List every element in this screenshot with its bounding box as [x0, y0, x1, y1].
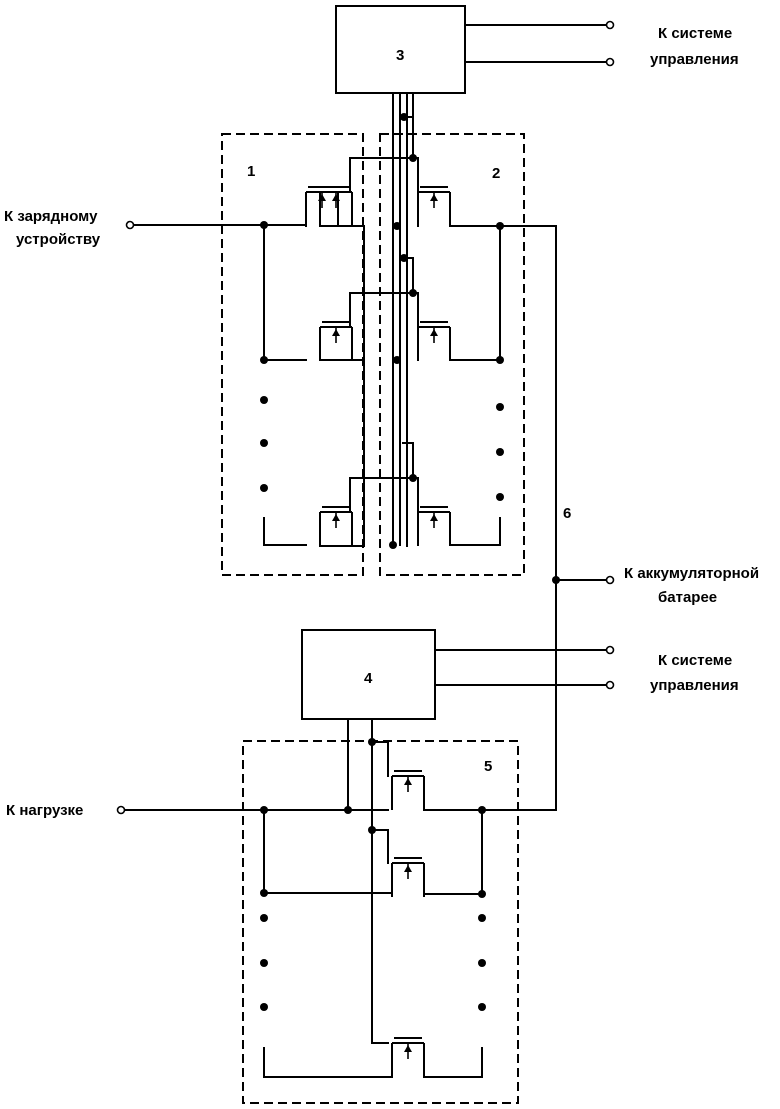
terminal-control-mid-1 — [607, 647, 614, 654]
terminal-control-top-1 — [607, 22, 614, 29]
transistor-2b — [418, 322, 450, 361]
ellipsis-dot — [478, 914, 486, 922]
label-charger-line1: К зарядному — [4, 208, 98, 225]
block-1 — [222, 134, 363, 575]
ellipsis-dot — [260, 959, 268, 967]
label-control-top-line1: К системе — [658, 25, 732, 42]
label-battery-line2: батарее — [658, 589, 717, 606]
terminal-battery — [607, 577, 614, 584]
label-load: К нагрузке — [6, 802, 83, 819]
ellipsis-dot — [478, 959, 486, 967]
transistor-2c — [418, 507, 450, 546]
ellipsis-dot — [260, 396, 268, 404]
block-2-number: 2 — [492, 165, 500, 182]
block-1-number: 1 — [247, 163, 255, 180]
ellipsis-dot — [496, 493, 504, 501]
block-2 — [380, 134, 524, 575]
terminal-charger — [127, 222, 134, 229]
ellipsis-dot — [260, 1003, 268, 1011]
terminal-control-top-2 — [607, 59, 614, 66]
bus-6 — [482, 226, 556, 810]
block-3-number: 3 — [396, 47, 404, 64]
transistor-5a — [392, 771, 424, 810]
transistor-1c — [320, 507, 352, 546]
block-5-number: 5 — [484, 758, 492, 775]
ellipsis-dot — [260, 914, 268, 922]
label-control-mid-line2: управления — [650, 677, 739, 694]
terminal-load — [118, 807, 125, 814]
ellipsis-dot — [478, 1003, 486, 1011]
transistor-1b — [320, 322, 352, 361]
terminal-control-mid-2 — [607, 682, 614, 689]
transistor-5b — [392, 858, 424, 897]
label-charger-line2: устройству — [16, 231, 101, 248]
transistor-2a — [418, 187, 450, 226]
ellipsis-dot — [260, 439, 268, 447]
label-control-mid-line1: К системе — [658, 652, 732, 669]
label-battery-line1: К аккумуляторной — [624, 565, 759, 582]
block-4-number: 4 — [364, 670, 373, 687]
ellipsis-dot — [496, 448, 504, 456]
transistor-5c — [392, 1038, 424, 1077]
label-control-top-line2: управления — [650, 51, 739, 68]
ellipsis-dot — [496, 403, 504, 411]
block-5 — [243, 741, 518, 1103]
ellipsis-dot — [260, 484, 268, 492]
bus-6-number: 6 — [563, 505, 571, 522]
transistor-1a — [306, 187, 352, 226]
